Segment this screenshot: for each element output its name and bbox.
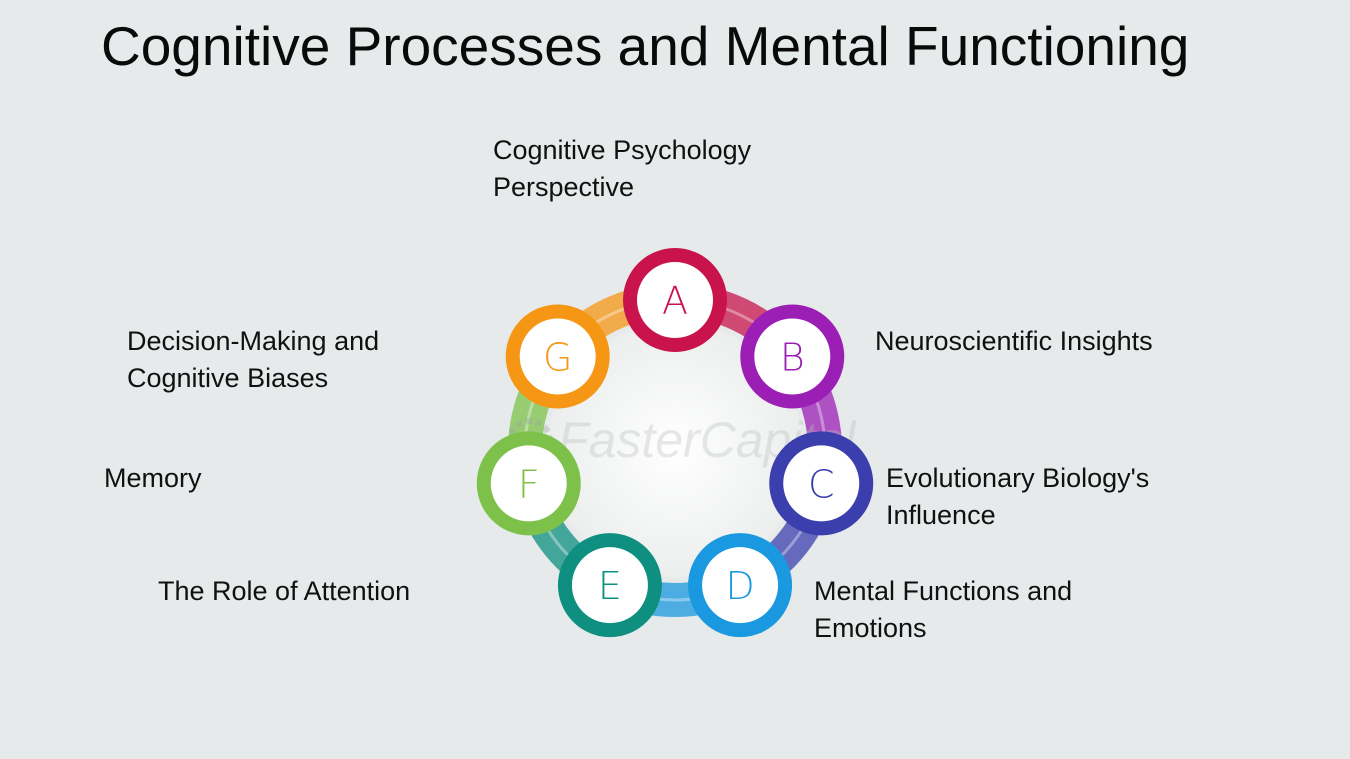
node-d: D: [688, 533, 793, 638]
node-letter: D: [725, 564, 754, 608]
node-face: [702, 547, 779, 624]
node-face: [519, 318, 596, 395]
node-letter: G: [543, 335, 572, 379]
node-e: E: [557, 533, 662, 638]
label-cognitive-psychology: Cognitive Psychology Perspective: [493, 135, 752, 202]
node-face: [637, 262, 713, 338]
node-letter: C: [808, 462, 835, 506]
label-mental-functions: Mental Functions and Emotions: [814, 576, 1073, 643]
node-group: A B C D E F G: [476, 248, 874, 638]
label-role-of-attention: The Role of Attention: [158, 576, 411, 606]
label-evolutionary-biology: Evolutionary Biology's Influence: [886, 463, 1150, 530]
node-face: [571, 547, 648, 624]
node-f: F: [476, 431, 581, 536]
node-letter: F: [518, 462, 540, 506]
node-letter: E: [598, 564, 622, 608]
node-letter: A: [662, 279, 688, 323]
node-face: [754, 318, 831, 395]
slide-title: Cognitive Processes and Mental Functioni…: [101, 15, 1190, 77]
center-disc: [547, 322, 803, 578]
node-letter: B: [780, 335, 805, 379]
node-b: B: [740, 304, 845, 409]
label-memory: Memory: [104, 463, 202, 493]
node-face: [783, 445, 860, 522]
node-c: C: [769, 431, 874, 536]
label-decision-making: Decision-Making and Cognitive Biases: [127, 326, 380, 393]
node-face: [490, 445, 567, 522]
node-a: A: [623, 248, 727, 352]
node-g: G: [505, 304, 610, 409]
label-neuroscientific-insights: Neuroscientific Insights: [875, 326, 1153, 356]
